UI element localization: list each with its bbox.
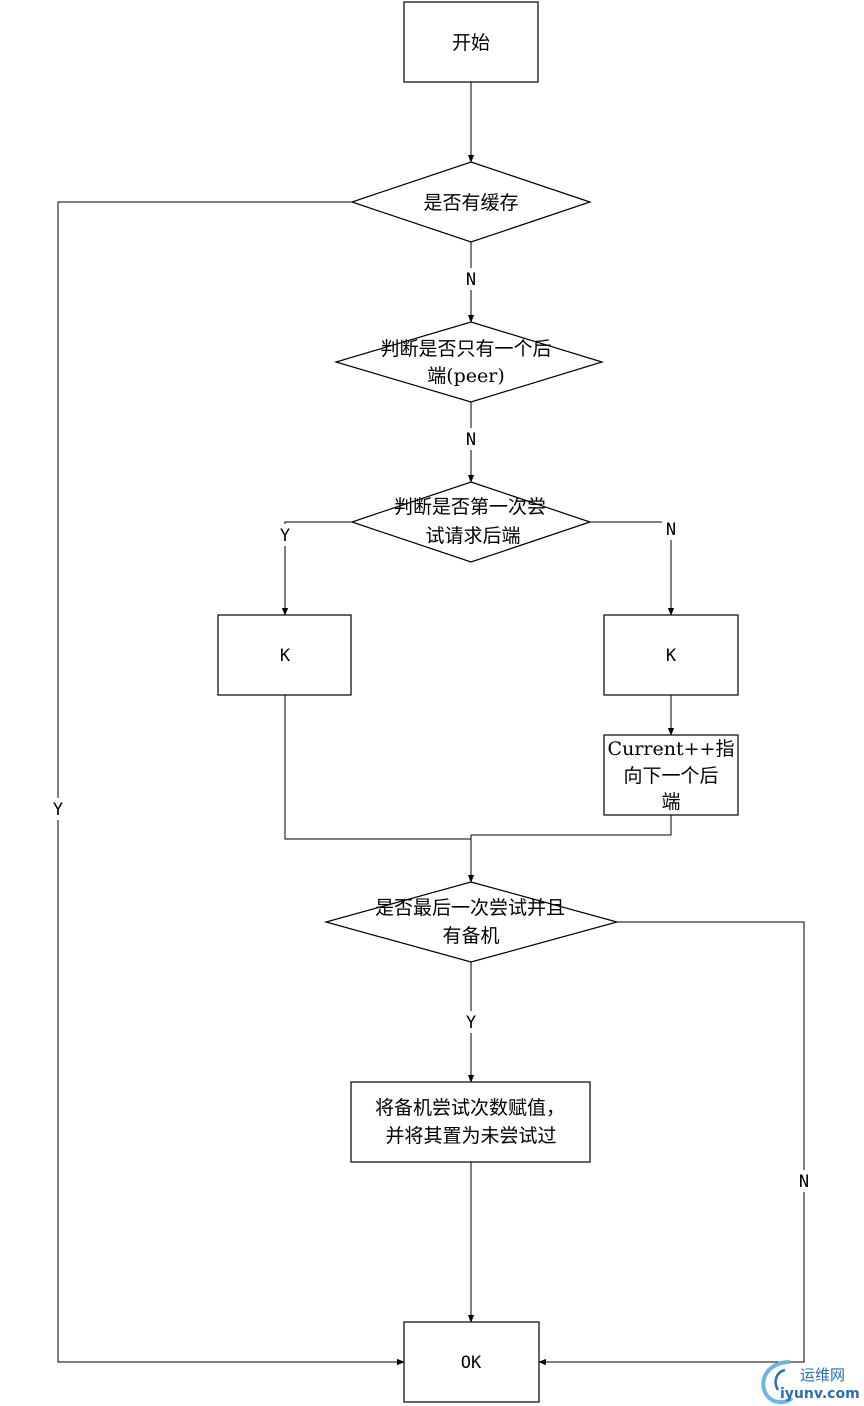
process-k-left: K	[217, 614, 352, 696]
node-start-label: 开始	[452, 32, 490, 54]
decision-only-one-line1: 判断是否只有一个后	[380, 338, 551, 360]
watermark-logo: 运维网 iyunv.com	[761, 1360, 860, 1405]
edge-first-yes	[281, 521, 352, 616]
label-last-yes: Y	[466, 1013, 476, 1033]
process-current-next: Current++指 向下一个后 端	[603, 734, 739, 816]
decision-has-cache: 是否有缓存	[350, 161, 592, 243]
decision-first-attempt: 判断是否第一次尝 试请求后端	[350, 481, 592, 563]
process-k-right-label: K	[666, 646, 677, 666]
edge-first-no	[590, 521, 675, 616]
label-first-yes: Y	[280, 526, 290, 546]
label-only-one-no: N	[466, 430, 476, 450]
label-cache-yes: Y	[53, 800, 63, 820]
process-current-line3: 端	[661, 791, 680, 813]
edge-k-left-merge	[284, 695, 471, 840]
label-last-no: N	[799, 1172, 809, 1192]
edge-current-merge	[471, 815, 672, 836]
decision-has-cache-label: 是否有缓存	[423, 192, 518, 214]
decision-last-attempt-backup: 是否最后一次尝试并且 有备机	[323, 881, 620, 963]
watermark-cn: 运维网	[800, 1366, 845, 1384]
decision-first-attempt-line1: 判断是否第一次尝	[394, 496, 546, 518]
process-k-right: K	[603, 614, 739, 696]
watermark-swirl-icon	[761, 1360, 794, 1405]
edge-labels: N N Y N Y Y N	[49, 268, 813, 1192]
label-first-no: N	[666, 520, 676, 540]
process-assign-line1: 将备机尝试次数赋值，	[375, 1097, 565, 1119]
process-assign-line2: 并将其置为未尝试过	[385, 1125, 556, 1147]
watermark-url: iyunv.com	[780, 1386, 860, 1402]
decision-first-attempt-line2: 试请求后端	[425, 525, 520, 547]
process-k-left-label: K	[280, 646, 291, 666]
node-ok: OK	[403, 1321, 540, 1403]
process-assign-backup: 将备机尝试次数赋值， 并将其置为未尝试过	[350, 1081, 591, 1163]
connectors	[57, 82, 805, 1366]
edge-cache-yes	[57, 201, 405, 1366]
decision-only-one-backend: 判断是否只有一个后 端(peer)	[333, 321, 605, 403]
decision-last-attempt-line1: 是否最后一次尝试并且	[375, 897, 565, 919]
node-ok-label: OK	[461, 1353, 482, 1373]
decision-only-one-line2: 端(peer)	[427, 365, 505, 387]
process-current-line2: 向下一个后	[623, 765, 718, 787]
decision-last-attempt-line2: 有备机	[442, 925, 499, 947]
label-cache-no: N	[466, 270, 476, 290]
node-start: 开始	[403, 1, 539, 83]
process-current-line1: Current++指	[608, 738, 735, 760]
edge-last-no	[538, 921, 805, 1366]
